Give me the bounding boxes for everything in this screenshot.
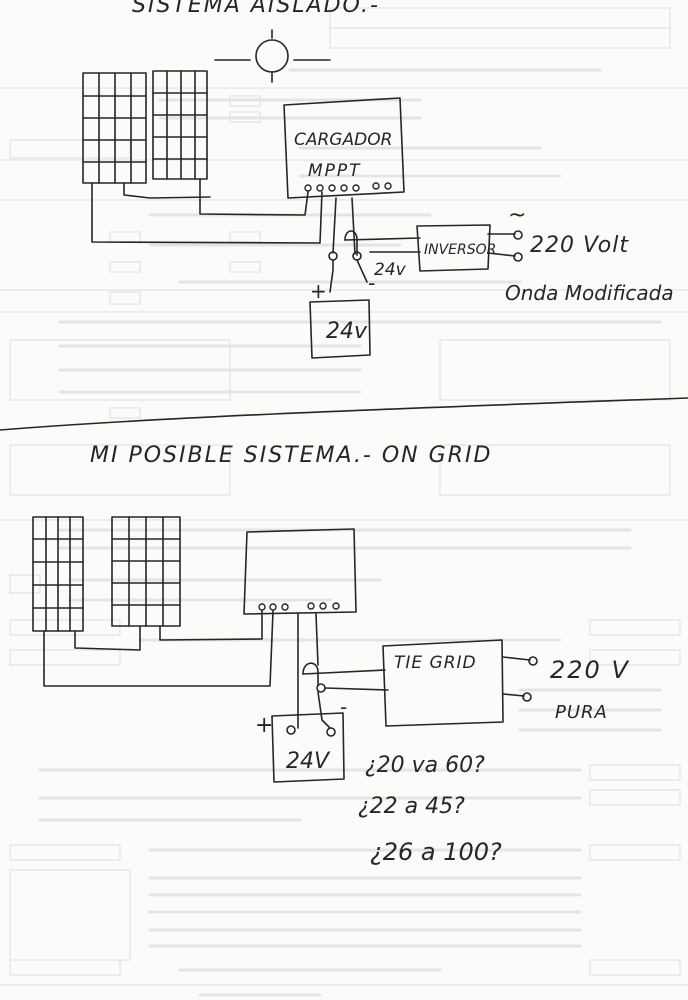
panel-wire-3 — [91, 182, 323, 244]
inverter-box — [416, 224, 491, 272]
grid-controller-box — [243, 528, 357, 615]
top-waveform-label: Onda Modificada — [505, 281, 674, 305]
bottom-battery-minus: - — [340, 695, 347, 719]
bottom-panel-wire-2 — [159, 610, 263, 641]
top-battery-label: 24v — [326, 319, 368, 344]
inverter-label: INVERSOR — [424, 242, 496, 258]
dc-voltage-label: 24v — [374, 260, 407, 280]
charger-battery-wire-neg — [351, 197, 356, 255]
bottom-panel-wire-1 — [74, 625, 141, 651]
tie-grid-inverter-box — [382, 639, 504, 727]
charger-battery-wire-pos — [332, 197, 337, 254]
charger-label: CARGADOR — [294, 130, 392, 150]
solar-panel-bottom-right-icon — [111, 516, 181, 627]
background-form-bleed — [0, 7, 688, 986]
isolated-system-diagram — [82, 29, 523, 359]
solar-panel-bottom-left-icon — [32, 516, 84, 632]
panel-wire-2 — [199, 178, 309, 216]
section-divider — [0, 397, 688, 431]
ac-symbol: ~ — [508, 203, 526, 228]
bottom-panel-wire-3 — [43, 610, 274, 687]
isolated-system-title: SISTEMA AISLADO.- — [132, 0, 380, 18]
question-line-1: ¿20 va 60? — [365, 753, 485, 778]
tie-grid-label: TIE GRID — [394, 653, 477, 673]
sun-icon — [214, 29, 331, 83]
question-line-3: ¿26 a 100? — [370, 838, 502, 866]
mppt-charger-box — [283, 97, 405, 199]
top-battery-plus: + — [310, 279, 327, 303]
charger-type-label: MPPT — [308, 161, 362, 181]
on-grid-system-title: MI POSIBLE SISTEMA.- ON GRID — [90, 443, 492, 468]
bottom-battery-box — [271, 712, 345, 783]
battery-box — [309, 299, 371, 359]
charger-terminals — [304, 182, 392, 192]
top-ac-output-label: 220 Volt — [530, 233, 629, 258]
bottom-battery-plus: + — [255, 713, 273, 738]
background-text-lines — [38, 68, 662, 997]
bottom-battery-label: 24V — [286, 749, 331, 774]
on-grid-system-diagram — [32, 516, 538, 783]
solar-panel-right-icon — [152, 70, 208, 180]
top-battery-minus: - — [368, 271, 375, 295]
question-line-2: ¿22 a 45? — [358, 794, 465, 819]
solar-panel-left-icon — [82, 72, 147, 184]
bottom-ac-output-label: 220 V — [550, 656, 630, 684]
panel-wire-1 — [123, 182, 211, 199]
bottom-waveform-label: PURA — [555, 702, 608, 723]
